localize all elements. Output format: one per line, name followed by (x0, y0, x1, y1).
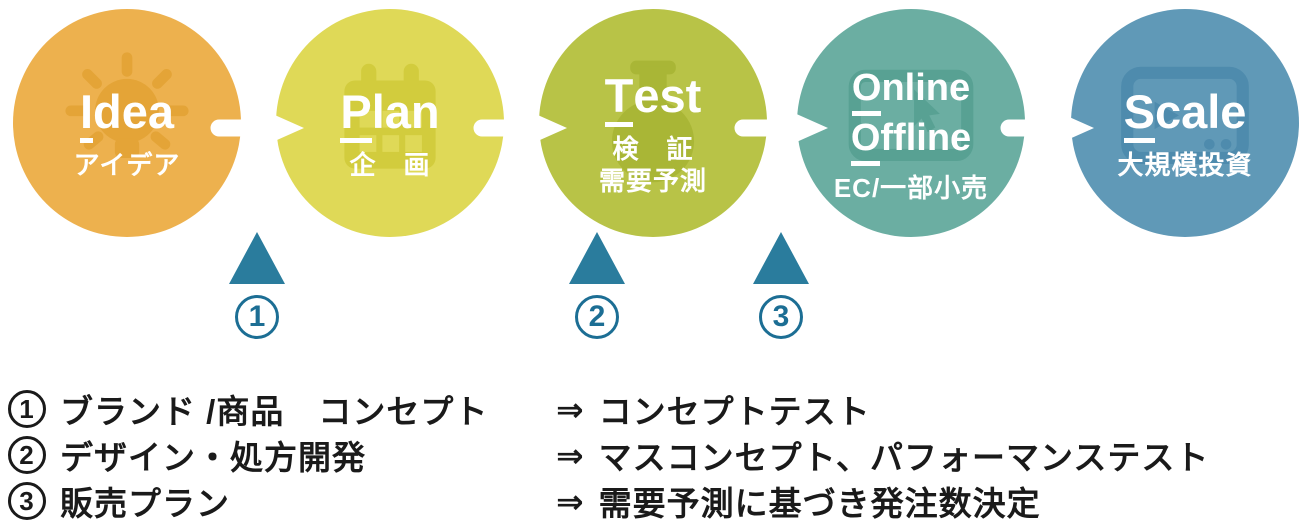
legend-label-2: デザイン・処方開発 (60, 439, 366, 476)
step-subtitle-online-offline: EC/一部小売 (833, 172, 989, 203)
monitor-icon (1121, 66, 1249, 165)
step-title-test: Test (604, 71, 701, 127)
double-arrow-icon: ⇒ (556, 482, 585, 520)
callout-number-1: 1 (235, 295, 279, 339)
step-title-idea: Idea (79, 87, 174, 144)
legend-label-1: ブランド /商品 コンセプト (60, 393, 489, 430)
legend-row-3-left: 3 販売プラン (8, 477, 556, 525)
step-circle-plan: Plan 企 画 (276, 9, 504, 237)
step-title-offline: Offline (850, 116, 971, 166)
step-circle-scale: Scale 大規模投資 (1071, 9, 1299, 237)
flow-arrow-4 (1000, 108, 1094, 148)
legend-number-badge-1: 1 (8, 390, 46, 428)
callout-number-3-text: 3 (772, 300, 790, 333)
legend: 1 ブランド /商品 コンセプト ⇒ コンセプトテスト 2 デザイン・処方開発 … (8, 386, 1209, 524)
flask-icon (611, 60, 695, 183)
legend-row-2-left: 2 デザイン・処方開発 (8, 431, 556, 479)
flow-arrow-1 (210, 108, 304, 148)
step-subtitle-plan: 企 画 (349, 150, 431, 181)
legend-result-1: コンセプトテスト (598, 393, 871, 430)
step-text-online-offline: Online Offline EC/一部小売 (797, 9, 1025, 237)
callout-number-1-text: 1 (248, 300, 266, 333)
callout-number-2: 2 (575, 295, 619, 339)
step-subtitle-test-1: 検 証 (612, 133, 694, 164)
step-title-plan: Plan (340, 87, 440, 144)
step-circle-idea: Idea アイデア (13, 9, 241, 237)
callout-triangle-3 (753, 232, 809, 284)
callout-triangle-2 (569, 232, 625, 284)
step-circle-test: Test 検 証 需要予測 (539, 9, 767, 237)
calendar-icon (344, 63, 436, 169)
legend-row-1: 1 ブランド /商品 コンセプト ⇒ コンセプトテスト (8, 386, 1209, 432)
legend-result-3: 需要予測に基づき発注数決定 (598, 485, 1041, 522)
legend-row-3: 3 販売プラン ⇒ 需要予測に基づき発注数決定 (8, 478, 1209, 524)
step-text-test: Test 検 証 需要予測 (539, 9, 767, 237)
legend-number-badge-2: 2 (8, 436, 46, 474)
legend-label-3: 販売プラン (60, 485, 230, 522)
callout-number-2-text: 2 (588, 300, 606, 333)
step-title-scale: Scale (1123, 87, 1246, 144)
legend-row-1-left: 1 ブランド /商品 コンセプト (8, 385, 556, 433)
lightbulb-icon (65, 52, 189, 158)
flow-arrow-3 (734, 108, 828, 148)
step-title-online: Online (851, 66, 970, 116)
double-arrow-icon: ⇒ (556, 390, 585, 428)
callout-number-3: 3 (759, 295, 803, 339)
flow-arrow-2 (473, 108, 567, 148)
step-text-idea: Idea アイデア (13, 9, 241, 237)
step-text-scale: Scale 大規模投資 (1071, 9, 1299, 237)
legend-result-2: マスコンセプト、パフォーマンステスト (598, 439, 1210, 476)
step-subtitle-scale: 大規模投資 (1117, 150, 1253, 181)
legend-number-1-text: 1 (19, 394, 35, 424)
step-circle-online-offline: Online Offline EC/一部小売 (797, 9, 1025, 237)
double-arrow-icon: ⇒ (556, 436, 585, 474)
step-subtitle-test-2: 需要予測 (598, 166, 707, 197)
callout-triangle-1 (229, 232, 285, 284)
legend-row-2: 2 デザイン・処方開発 ⇒ マスコンセプト、パフォーマンステスト (8, 432, 1209, 478)
legend-number-3-text: 3 (19, 486, 35, 516)
step-subtitle-idea: アイデア (73, 150, 181, 181)
step-text-plan: Plan 企 画 (276, 9, 504, 237)
legend-number-badge-3: 3 (8, 482, 46, 520)
legend-number-2-text: 2 (19, 440, 35, 470)
